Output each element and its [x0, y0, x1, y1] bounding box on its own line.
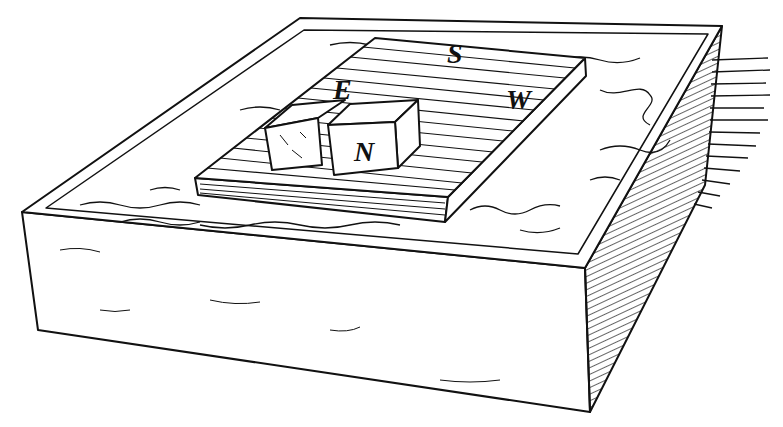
tray-inner-edge: [46, 30, 708, 254]
compass-letter: E: [333, 76, 352, 104]
board-grain: [207, 47, 575, 190]
tray-rim: [22, 18, 722, 268]
compass-letter: S: [447, 40, 463, 68]
right-cube: [328, 100, 420, 175]
compass-letter: W: [506, 86, 531, 114]
board-top: [195, 38, 585, 197]
compass-letter: N: [354, 138, 374, 166]
wood-marks: [60, 248, 500, 382]
